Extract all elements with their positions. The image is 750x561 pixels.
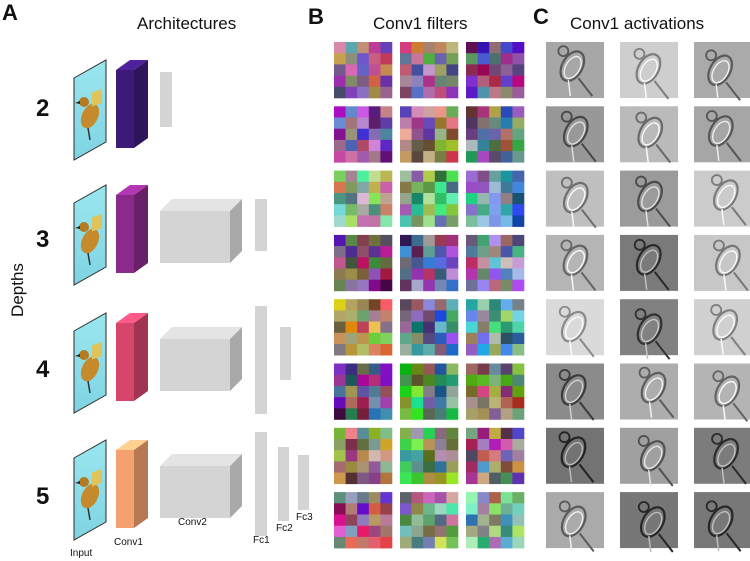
depth-label-2: 2 <box>36 95 50 122</box>
depth-label-3: 3 <box>36 226 50 253</box>
architecture-depth-5 <box>73 432 309 541</box>
conv1-activation-tile <box>620 363 678 420</box>
conv1-filter-tile <box>466 492 525 549</box>
fc3-block <box>298 455 309 510</box>
conv1-filter-tile <box>334 492 393 549</box>
conv1-filters-grid <box>334 42 525 549</box>
conv1-filter-tile <box>466 234 525 292</box>
conv1-filter-tile <box>466 427 525 485</box>
fc2-block <box>280 327 291 380</box>
conv1-block <box>116 185 148 273</box>
architecture-depth-3 <box>73 184 267 286</box>
conv2-block <box>160 327 242 391</box>
fc1-block <box>255 199 267 251</box>
layer-label-fc1: Fc1 <box>253 535 270 546</box>
input-image-icon <box>73 439 107 541</box>
conv1-filter-tile <box>400 42 459 99</box>
conv1-activation-tile <box>546 427 604 484</box>
conv1-activation-tile <box>620 170 678 228</box>
conv1-activation-tile <box>694 299 750 356</box>
conv1-activation-tile <box>546 106 604 163</box>
conv1-activation-tile <box>620 427 678 487</box>
conv1-activation-tile <box>620 42 678 100</box>
conv1-filter-tile <box>466 106 525 163</box>
conv1-filter-tile <box>400 234 459 292</box>
conv1-filter-tile <box>334 427 393 485</box>
conv2-block <box>160 199 242 263</box>
conv1-filter-tile <box>400 106 459 163</box>
conv1-activation-tile <box>620 299 678 360</box>
conv1-filter-tile <box>334 170 393 227</box>
conv1-filter-tile <box>334 299 393 356</box>
panel-title-conv1-filters: Conv1 filters <box>373 14 468 33</box>
layer-label-fc2: Fc2 <box>276 523 293 534</box>
conv1-activation-tile <box>694 106 750 163</box>
conv1-filter-tile <box>334 234 393 292</box>
conv1-activation-tile <box>546 299 604 358</box>
depth-label-5: 5 <box>36 483 50 510</box>
architecture-depth-4 <box>73 306 291 414</box>
conv1-activation-tile <box>694 170 750 227</box>
conv1-filter-tile <box>334 363 393 420</box>
layer-label-conv2: Conv2 <box>178 517 207 528</box>
conv1-filter-tile <box>400 427 459 485</box>
depth-label-4: 4 <box>36 356 50 383</box>
conv1-filter-tile <box>400 170 459 227</box>
fc-block <box>160 72 172 127</box>
layer-label-fc3: Fc3 <box>296 512 313 523</box>
conv1-filter-tile <box>334 42 393 99</box>
conv1-filter-tile <box>466 363 525 420</box>
input-image-icon <box>73 59 107 161</box>
fc2-block <box>278 447 289 521</box>
conv1-activation-tile <box>546 42 604 98</box>
conv1-activation-tile <box>620 106 678 164</box>
panel-letter-c: C <box>533 4 549 29</box>
conv1-filter-tile <box>466 299 525 356</box>
conv1-activation-tile <box>620 492 678 553</box>
conv2-block <box>160 454 242 518</box>
conv1-activation-tile <box>694 427 750 485</box>
conv1-activation-tile <box>546 234 604 291</box>
fc1-block <box>255 306 267 414</box>
layer-label-conv1: Conv1 <box>114 537 143 548</box>
input-image-icon <box>73 312 107 414</box>
conv1-filter-tile <box>400 492 459 549</box>
architecture-depth-2 <box>73 59 172 161</box>
conv1-block <box>116 313 148 401</box>
conv1-block <box>116 60 148 148</box>
conv1-activation-tile <box>620 234 678 291</box>
conv1-filter-tile <box>400 363 459 420</box>
fc1-block <box>255 432 267 536</box>
conv1-activation-tile <box>694 492 750 552</box>
conv1-activation-tile <box>694 234 750 292</box>
conv1-activation-tile <box>694 363 750 422</box>
conv1-activation-tile <box>694 42 750 101</box>
panel-letter-b: B <box>308 4 324 29</box>
layer-label-input: Input <box>70 548 93 559</box>
conv1-filter-tile <box>466 42 525 99</box>
conv1-filter-tile <box>466 170 525 227</box>
panel-letter-a: A <box>2 0 18 25</box>
panel-title-conv1-activations: Conv1 activations <box>570 14 705 33</box>
conv1-filter-tile <box>400 299 459 356</box>
conv1-block <box>116 440 148 528</box>
panel-title-architectures: Architectures <box>137 14 237 33</box>
conv1-activation-tile <box>546 170 604 229</box>
conv1-activation-tile <box>546 363 604 421</box>
conv1-activations-grid <box>546 42 750 553</box>
conv1-activation-tile <box>546 492 604 553</box>
conv1-filter-tile <box>334 106 393 163</box>
input-image-icon <box>73 184 107 286</box>
